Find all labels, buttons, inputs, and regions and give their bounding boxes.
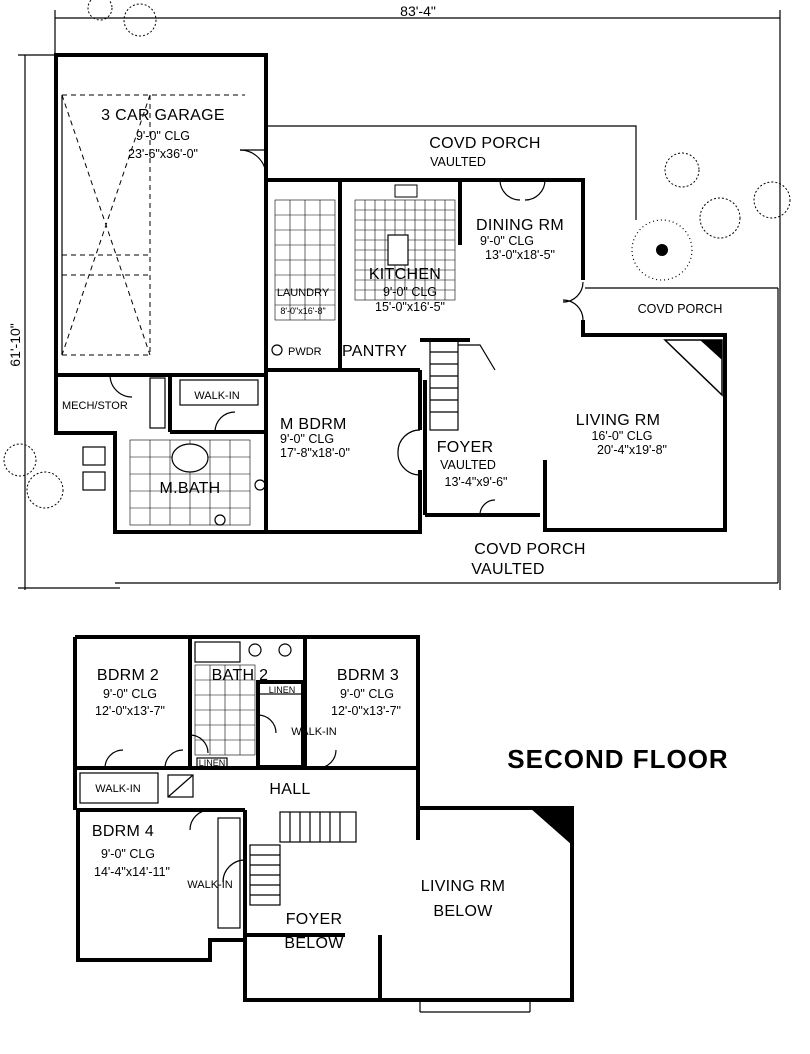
laundry-size: 8'-0"x16'-8" [280,306,325,316]
powder-label: PWDR [288,346,322,358]
bath2-label: BATH 2 [212,667,269,684]
living-label: LIVING RM [576,412,661,429]
living-ceiling: 16'-0" CLG [591,429,652,443]
foyer-below-label: FOYER [286,911,343,928]
bdrm3-size: 12'-0"x13'-7" [331,704,401,718]
living-below-note: BELOW [433,903,493,920]
powder-toilet-icon [271,344,283,356]
second-floor-stairs-icon [249,811,357,906]
porch-bottom-note: VAULTED [471,561,545,578]
second-floor-plan: SECOND FLOOR BDRM 2 9'-0" CLG 12'-0"x13'… [73,635,728,1013]
sink-icon [254,479,266,491]
bdrm4-label: BDRM 4 [92,823,154,840]
overall-dimensions: 83'-4" 61'-10" [7,3,781,590]
foyer-note: VAULTED [440,458,496,472]
garage-size: 23'-6"x36'-0" [128,147,198,161]
kitchen-ceiling: 9'-0" CLG [383,285,437,299]
depth-dimension: 61'-10" [7,323,23,366]
bdrm2-label: BDRM 2 [97,667,159,684]
bdrm2-size: 12'-0"x13'-7" [95,704,165,718]
first-floor-stairs-icon [429,339,496,431]
walkin4-label: WALK-IN [187,879,232,891]
living-size: 20'-4"x19'-8" [597,443,667,457]
kitchen-island-icon [387,234,409,266]
bdrm3-ceiling: 9'-0" CLG [340,687,394,701]
mbath-label: M.BATH [159,480,220,497]
mech-stor-label: MECH/STOR [62,400,128,412]
foyer-below-note: BELOW [284,935,344,952]
toilet-icon [214,514,226,526]
first-floor-plan: 3 CAR GARAGE 9'-0" CLG 23'-6"x36'-0" COV… [54,53,779,584]
bdrm2-ceiling: 9'-0" CLG [103,687,157,701]
bdrm3-label: BDRM 3 [337,667,399,684]
linen-a-label: LINEN [269,685,296,695]
bathtub-icon [171,443,209,473]
porch-top-label: COVD PORCH [429,135,540,152]
width-dimension: 83'-4" [400,3,436,19]
hall-label: HALL [269,781,310,798]
porch-top-note: VAULTED [430,155,486,169]
master-bath-tile [129,439,251,526]
kitchen-size: 15'-0"x16'-5" [375,300,445,314]
dining-label: DINING RM [476,217,564,234]
linen-b-label: LINEN [199,758,226,768]
pantry-label: PANTRY [342,343,407,360]
bdrm4-size: 14'-4"x14'-11" [94,865,170,879]
garage-label: 3 CAR GARAGE [101,107,225,124]
kitchen-sink-icon [394,184,418,198]
mbdrm-ceiling: 9'-0" CLG [280,432,334,446]
laundry-label: LAUNDRY [277,287,330,299]
foyer-size: 13'-4"x9'-6" [445,475,508,489]
dining-ceiling: 9'-0" CLG [480,234,534,248]
second-floor-title: SECOND FLOOR [507,744,728,774]
kitchen-label: KITCHEN [369,266,441,283]
foyer-label: FOYER [437,439,494,456]
dining-size: 13'-0"x18'-5" [485,248,555,262]
living-below-label: LIVING RM [421,878,506,895]
mbdrm-size: 17'-8"x18'-0" [280,446,350,460]
walkin3-label: WALK-IN [291,726,336,738]
landscaping-shrubs-icon [3,0,791,509]
porch-right-label: COVD PORCH [638,302,723,316]
walkin-label: WALK-IN [194,390,239,402]
walkin2-label: WALK-IN [95,783,140,795]
garage-ceiling: 9'-0" CLG [136,129,190,143]
porch-bottom-label: COVD PORCH [474,541,585,558]
bdrm4-ceiling: 9'-0" CLG [101,847,155,861]
mbdrm-label: M BDRM [280,416,347,433]
